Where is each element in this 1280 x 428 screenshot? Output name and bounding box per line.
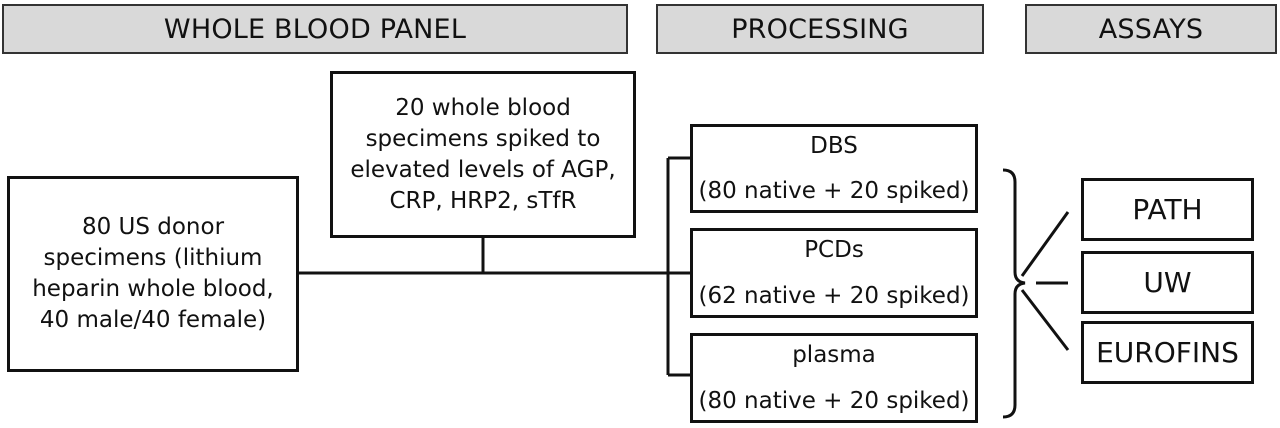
donor-line-1: 80 US donor bbox=[81, 214, 225, 240]
processing-name: DBS bbox=[810, 133, 858, 159]
header-assays-label: ASSAYS bbox=[1098, 13, 1204, 45]
processing-box-dbs: DBS (80 native + 20 spiked) bbox=[690, 124, 978, 213]
assay-label: EUROFINS bbox=[1096, 336, 1239, 369]
header-processing: PROCESSING bbox=[656, 4, 984, 54]
header-whole-blood-panel: WHOLE BLOOD PANEL bbox=[2, 4, 628, 54]
spiked-specimens-box: 20 whole blood specimens spiked to eleva… bbox=[330, 71, 636, 238]
processing-name: plasma bbox=[792, 342, 876, 368]
header-processing-label: PROCESSING bbox=[731, 13, 909, 45]
assay-label: PATH bbox=[1132, 193, 1203, 226]
processing-bracket bbox=[1002, 168, 1026, 419]
processing-count: (80 native + 20 spiked) bbox=[698, 388, 970, 414]
processing-name: PCDs bbox=[804, 237, 864, 263]
eurofins-connector bbox=[1020, 289, 1070, 351]
assay-box-eurofins: EUROFINS bbox=[1081, 321, 1254, 384]
processing-count: (80 native + 20 spiked) bbox=[698, 178, 970, 204]
header-assays: ASSAYS bbox=[1025, 4, 1277, 54]
spiked-line-1: 20 whole blood bbox=[395, 94, 571, 121]
assay-label: UW bbox=[1143, 266, 1192, 299]
path-connector bbox=[1020, 211, 1070, 277]
spiked-line-3: elevated levels of AGP, bbox=[350, 156, 616, 183]
assay-box-path: PATH bbox=[1081, 178, 1254, 241]
spiked-line-2: specimens spiked to bbox=[365, 125, 601, 152]
processing-count: (62 native + 20 spiked) bbox=[698, 283, 970, 309]
assay-box-uw: UW bbox=[1081, 251, 1254, 314]
header-whole-blood-panel-label: WHOLE BLOOD PANEL bbox=[163, 13, 467, 45]
donor-line-2: specimens (lithium bbox=[43, 245, 263, 271]
processing-box-plasma: plasma (80 native + 20 spiked) bbox=[690, 333, 978, 423]
donor-specimens-box: 80 US donor specimens (lithium heparin w… bbox=[7, 176, 299, 372]
donor-line-3: heparin whole blood, bbox=[32, 276, 274, 302]
processing-box-pcds: PCDs (62 native + 20 spiked) bbox=[690, 228, 978, 318]
spiked-line-4: CRP, HRP2, sTfR bbox=[389, 187, 577, 214]
donor-line-4: 40 male/40 female) bbox=[39, 307, 267, 333]
